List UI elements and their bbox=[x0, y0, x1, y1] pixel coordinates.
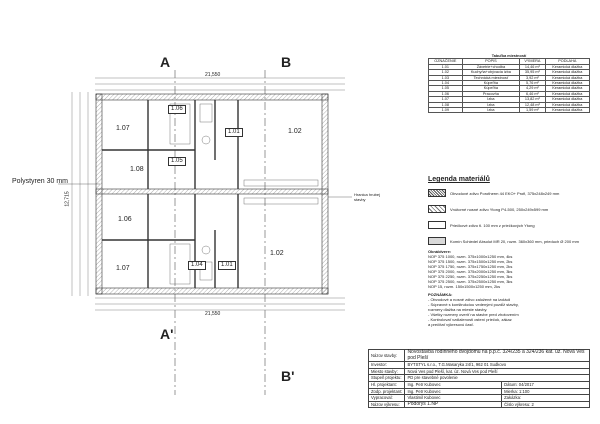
side-note: Hranica hrubej stavby bbox=[354, 192, 381, 202]
title-row: Názov stavby:Novostavba rodinného dvojdo… bbox=[367, 348, 590, 363]
legend-item-label: Priečkové zdivo tl. 100 mm z priečkových… bbox=[450, 222, 535, 228]
dimension-left: 12,715 bbox=[64, 191, 71, 207]
dimension-lines bbox=[71, 77, 345, 311]
legend-list-head: Okná/dvere: bbox=[428, 249, 452, 254]
title-row: Miesto stavby:Nová Ves pod Pleší, kat. ú… bbox=[367, 367, 590, 376]
axis-label-b-prime: B' bbox=[281, 368, 295, 384]
legend-swatch bbox=[428, 237, 446, 245]
legend-note: rozmery dlažba na mieste stavby. bbox=[428, 307, 488, 312]
legend-item: Vnútorné nosné zdivo Ytong P4-500, 250x2… bbox=[428, 205, 593, 213]
exterior-walls bbox=[95, 93, 329, 295]
room-tag-1-07: 1.07 bbox=[116, 125, 130, 132]
room-tag-1-06: 1.06 bbox=[168, 105, 186, 114]
legend-item-label: Obvodové zdivo Porotherm 44 EKO+ Profi, … bbox=[450, 190, 560, 196]
legend-item: Priečkové zdivo tl. 100 mm z priečkových… bbox=[428, 221, 593, 229]
room-tag-1-07-lower: 1.07 bbox=[116, 265, 130, 272]
legend-swatch bbox=[428, 221, 446, 229]
legend-list-item: NOP 375 2000, rozm. 375x2000x1250 mm, 3k… bbox=[428, 269, 513, 274]
legend-list-item: NOP 375 1500, rozm. 375x1500x1250 mm, 2k… bbox=[428, 259, 513, 264]
legend-notes-head: POZNÁMKA: bbox=[428, 292, 453, 297]
legend-list-item: NOP 375 1750, rozm. 375x1750x1250 mm, 2k… bbox=[428, 264, 513, 269]
legend-swatch bbox=[428, 189, 446, 197]
room-table-header: VÝMERA bbox=[519, 58, 546, 65]
axis-label-a-prime: A' bbox=[160, 326, 174, 342]
dimension-top: 21,550 bbox=[205, 72, 221, 78]
room-table: Tabuľka miestností OZNAČENIE POPIS VÝMER… bbox=[428, 54, 591, 114]
dimension-bottom: 21,550 bbox=[205, 311, 221, 317]
room-tag-1-06-lower: 1.06 bbox=[118, 216, 132, 223]
legend-list-item: NOP 375 1000, rozm. 375x1000x1250 mm, 4k… bbox=[428, 254, 513, 259]
legend-note: - Všetky rozmery overiť na stavbe pred z… bbox=[428, 312, 519, 317]
room-tag-1-02-lower: 1.02 bbox=[270, 250, 284, 257]
legend-list-item: NOP 375 2250, rozm. 375x2250x1250 mm, 3k… bbox=[428, 274, 513, 279]
room-tag-1-08: 1.08 bbox=[130, 166, 144, 173]
title-row: Investor:BYTSTYL s.r.o., T.G.Masaryka 24… bbox=[367, 361, 590, 369]
title-block-table: Názov stavby:Novostavba rodinného dvojdo… bbox=[367, 348, 590, 409]
legend-item: Obvodové zdivo Porotherm 44 EKO+ Profi, … bbox=[428, 189, 593, 197]
legend-swatch bbox=[428, 205, 446, 213]
legend-list-item: NOP 15, rozm. 150x1500x1250 mm, 2ks bbox=[428, 284, 501, 289]
legend-item-label: Vnútorné nosné zdivo Ytong P4-500, 250x2… bbox=[450, 206, 549, 212]
room-table-block: Tabuľka miestností OZNAČENIE POPIS VÝMER… bbox=[428, 54, 591, 114]
room-tag-1-05: 1.05 bbox=[168, 157, 186, 166]
legend-item-label: Komín Schiedel Absolut MR 20, rozm. 360x… bbox=[450, 238, 579, 244]
room-table-header: PODLAHA bbox=[544, 58, 591, 65]
room-tag-1-01-lower: 1.01 bbox=[218, 261, 236, 270]
room-tag-1-02: 1.02 bbox=[288, 128, 302, 135]
legend-note: - Obvodové a nosné zdivo založené na izo… bbox=[428, 297, 511, 302]
axis-label-b: B bbox=[281, 54, 292, 70]
axis-label-a: A bbox=[160, 54, 171, 70]
title-row: Stupeň projektu:PD pre stavebné povoleni… bbox=[367, 374, 590, 382]
legend-note: - Súpravné s konštrukciou vedenými pozdĺ… bbox=[428, 302, 519, 307]
interior-walls bbox=[102, 100, 239, 288]
legend-title: Legenda materiálů bbox=[428, 176, 490, 183]
legend-item: Komín Schiedel Absolut MR 20, rozm. 360x… bbox=[428, 237, 593, 245]
room-tag-1-04: 1.04 bbox=[188, 261, 206, 270]
legend: Legenda materiálů Obvodové zdivo Porothe… bbox=[428, 176, 593, 327]
polystyrene-label: Polystyren 30 mm bbox=[12, 178, 69, 185]
legend-note: a prečítať výkresovú časť. bbox=[428, 322, 475, 327]
legend-note: - Kontrolovať vzdialenosti ostení priečo… bbox=[428, 317, 512, 322]
legend-list-item: NOP 375 2500, rozm. 375x2500x1250 mm, 3k… bbox=[428, 279, 513, 284]
room-table-title: Tabuľka miestností bbox=[491, 54, 527, 58]
room-tag-1-01: 1.01 bbox=[225, 128, 243, 137]
title-block: Názov stavby:Novostavba rodinného dvojdo… bbox=[367, 348, 590, 409]
